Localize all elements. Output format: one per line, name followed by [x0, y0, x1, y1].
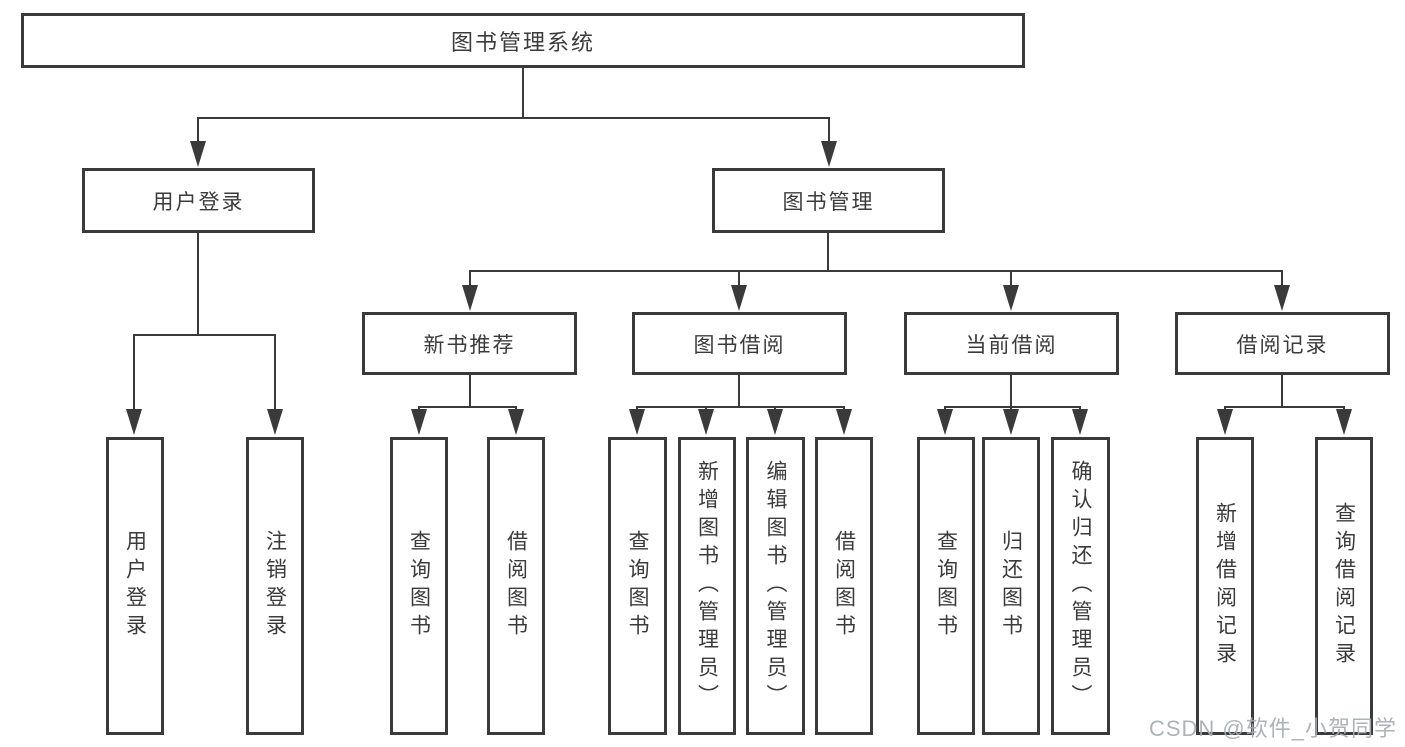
leaf-edit-book-admin: 编辑图书（管理员） — [746, 437, 805, 735]
node-root: 图书管理系统 — [21, 13, 1025, 68]
connector-current-drop — [1010, 270, 1012, 288]
node-book-borrowing-label: 图书借阅 — [693, 333, 786, 357]
leaf-borrow-books-borrowing: 借阅图书 — [815, 437, 873, 735]
arrowhead-borrowing-leaf1 — [629, 409, 645, 435]
arrowhead-borrowing-leaf4 — [836, 409, 852, 435]
node-book-management-label: 图书管理 — [782, 190, 875, 214]
connector-root-stem — [522, 68, 524, 118]
node-new-book-recommend-label: 新书推荐 — [423, 333, 516, 357]
leaf-borrow-books-recommend-label: 借阅图书 — [504, 530, 528, 642]
arrowhead-newrec-leaf2 — [508, 409, 524, 435]
leaf-add-book-admin-label: 新增图书（管理员） — [695, 460, 719, 712]
node-user-login: 用户登录 — [82, 168, 315, 233]
node-book-borrowing: 图书借阅 — [632, 312, 847, 375]
connector-records-stem — [1281, 375, 1283, 408]
leaf-query-borrow-record-label: 查询借阅记录 — [1332, 502, 1356, 670]
connector-bookmgmt-drop — [828, 117, 830, 145]
leaf-query-books-current-label: 查询图书 — [934, 530, 958, 642]
leaf-return-book: 归还图书 — [982, 437, 1040, 735]
connector-newrec-rail — [418, 406, 517, 408]
connector-borrowing-stem — [738, 375, 740, 408]
connector-userlogin-stem — [197, 233, 199, 336]
arrowhead-bookmgmt — [821, 141, 837, 167]
leaf-borrow-books-borrowing-label: 借阅图书 — [832, 530, 856, 642]
leaf-borrow-books-recommend: 借阅图书 — [487, 437, 545, 735]
leaf-confirm-return-admin: 确认归还（管理员） — [1051, 437, 1110, 735]
leaf-user-login-label: 用户登录 — [123, 530, 147, 642]
csdn-watermark: CSDN @软件_小贺同学 — [1148, 716, 1397, 741]
leaf-add-borrow-record-label: 新增借阅记录 — [1213, 502, 1237, 670]
leaf-add-book-admin: 新增图书（管理员） — [678, 437, 736, 735]
connector-records-rail — [1224, 406, 1345, 408]
arrowhead-current-leaf1 — [937, 409, 953, 435]
arrowhead-borrowing-leaf2 — [698, 409, 714, 435]
leaf-query-books-borrowing-label: 查询图书 — [626, 530, 649, 642]
node-user-login-label: 用户登录 — [152, 190, 245, 214]
arrowhead-records-leaf2 — [1336, 409, 1352, 435]
arrowhead-borrowing — [731, 285, 747, 311]
leaf-query-books-current: 查询图书 — [917, 437, 975, 735]
node-root-label: 图书管理系统 — [450, 29, 595, 55]
connector-leaf-userlogin-drop — [133, 334, 135, 412]
leaf-logout-label: 注销登录 — [263, 530, 287, 642]
leaf-edit-book-admin-label: 编辑图书（管理员） — [764, 460, 787, 712]
arrowhead-newrec — [462, 285, 478, 311]
arrowhead-records — [1274, 285, 1290, 311]
leaf-query-books-borrowing: 查询图书 — [608, 437, 667, 735]
node-new-book-recommend: 新书推荐 — [362, 312, 577, 375]
node-borrowing-records: 借阅记录 — [1175, 312, 1390, 375]
leaf-logout: 注销登录 — [246, 437, 304, 735]
arrowhead-current — [1003, 285, 1019, 311]
connector-records-drop — [1281, 270, 1283, 288]
leaf-query-books-recommend: 查询图书 — [390, 437, 448, 735]
connector-current-stem — [1010, 375, 1012, 408]
connector-newrec-drop — [469, 270, 471, 288]
connector-borrowing-rail — [636, 406, 845, 408]
connector-userlogin-drop — [197, 117, 199, 145]
connector-leaf-logout-drop — [274, 334, 276, 412]
leaf-add-borrow-record: 新增借阅记录 — [1196, 437, 1254, 735]
leaf-return-book-label: 归还图书 — [999, 530, 1023, 642]
node-current-borrowing: 当前借阅 — [904, 312, 1119, 375]
connector-current-rail — [944, 406, 1081, 408]
node-book-management: 图书管理 — [712, 168, 945, 233]
connector-newrec-stem — [469, 375, 471, 408]
leaf-user-login: 用户登录 — [106, 437, 164, 735]
connector-level3-rail — [469, 270, 1283, 272]
connector-bookmgmt-stem — [827, 233, 829, 272]
leaf-query-borrow-record: 查询借阅记录 — [1315, 437, 1373, 735]
leaf-query-books-recommend-label: 查询图书 — [407, 530, 431, 642]
connector-level2-rail — [197, 117, 830, 119]
arrowhead-userlogin — [190, 141, 206, 167]
node-borrowing-records-label: 借阅记录 — [1236, 333, 1329, 357]
connector-borrowing-drop — [738, 270, 740, 288]
node-current-borrowing-label: 当前借阅 — [965, 333, 1058, 357]
arrowhead-current-leaf2 — [1003, 409, 1019, 435]
arrowhead-borrowing-leaf3 — [767, 409, 783, 435]
leaf-confirm-return-admin-label: 确认归还（管理员） — [1069, 460, 1092, 712]
connector-userlogin-rail — [133, 334, 276, 336]
arrowhead-newrec-leaf1 — [411, 409, 427, 435]
arrowhead-records-leaf1 — [1217, 409, 1233, 435]
arrowhead-leaf-userlogin — [126, 409, 142, 435]
arrowhead-leaf-logout — [267, 409, 283, 435]
arrowhead-current-leaf3 — [1072, 409, 1088, 435]
